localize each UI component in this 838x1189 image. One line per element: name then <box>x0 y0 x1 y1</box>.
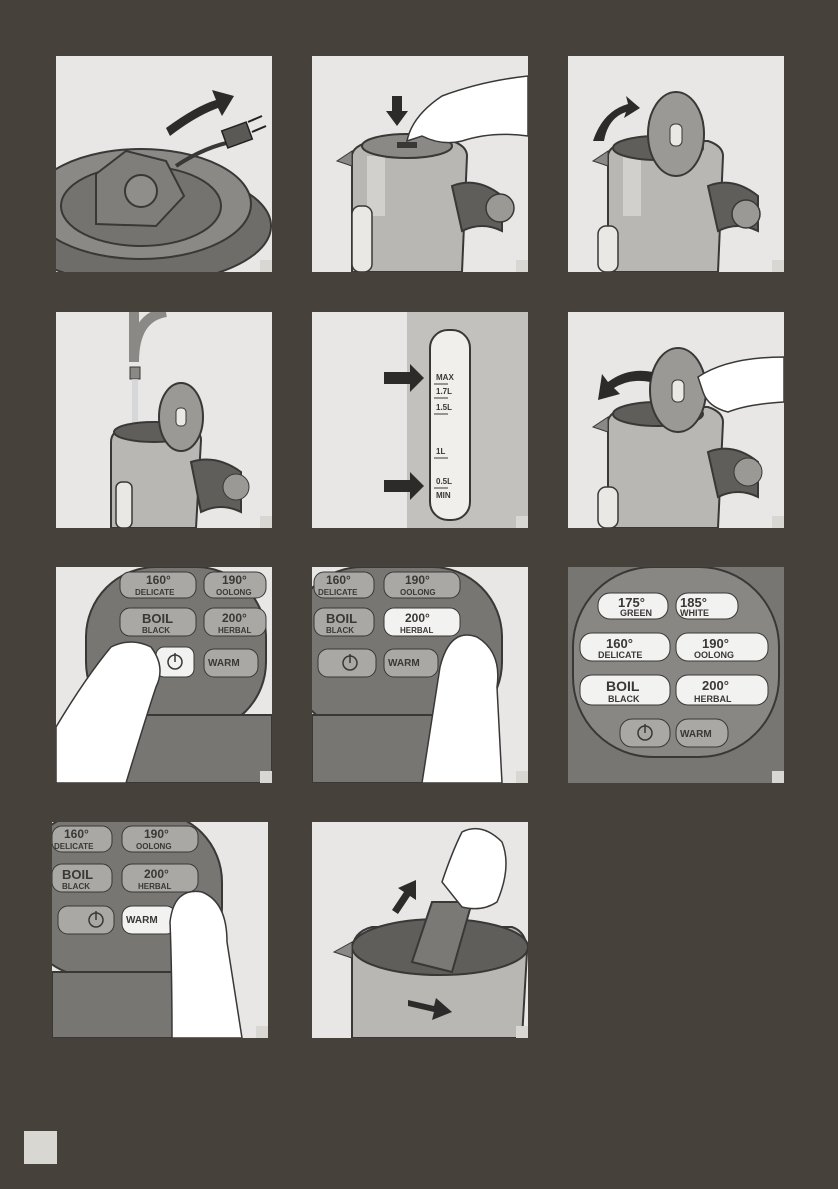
control-panel-full-illustration: 175° GREEN 185° WHITE 160° DELICATE 190°… <box>568 567 784 783</box>
step-7-press-power: 160° DELICATE 190° OOLONG BOIL BLACK 200… <box>56 567 272 783</box>
button-175-name: GREEN <box>620 608 652 618</box>
button-160-name: DELICATE <box>318 588 358 597</box>
button-160-label: 160° <box>326 573 351 587</box>
step-number-badge <box>516 516 528 528</box>
button-190-label: 190° <box>405 573 430 587</box>
button-200-name: HERBAL <box>138 882 171 891</box>
kettle-filter-removal-illustration <box>312 822 528 1038</box>
step-8-select-temperature: 160° DELICATE 190° OOLONG BOIL BLACK 200… <box>312 567 528 783</box>
arrow-icon <box>386 96 408 126</box>
button-160-name: DELICATE <box>135 588 175 597</box>
kettle-closing-lid-illustration <box>568 312 784 528</box>
button-160-name: DELICATE <box>54 842 94 851</box>
step-number-badge <box>516 771 528 783</box>
step-5-water-level: MAX 1.7L 1.5L 1L 0.5L MIN <box>312 312 528 528</box>
kettle-filling-illustration <box>56 312 272 528</box>
step-1-unwind-cord <box>56 56 272 272</box>
button-boil-label: BOIL <box>326 611 357 626</box>
kettle-base-illustration <box>56 56 272 272</box>
button-190-name: OOLONG <box>400 588 436 597</box>
arrow-icon <box>593 96 640 141</box>
arrow-icon <box>392 880 416 914</box>
button-200-label: 200° <box>702 678 729 693</box>
button-200-label: 200° <box>222 611 247 625</box>
control-panel-power-illustration: 160° DELICATE 190° OOLONG BOIL BLACK 200… <box>56 567 272 783</box>
button-190-name: OOLONG <box>136 842 172 851</box>
marking-min: MIN <box>436 491 451 500</box>
control-panel-200-illustration: 160° DELICATE 190° OOLONG BOIL BLACK 200… <box>312 567 528 783</box>
button-190-label: 190° <box>702 636 729 651</box>
button-warm-label: WARM <box>126 915 158 926</box>
button-warm-label: WARM <box>388 658 420 669</box>
button-160-label: 160° <box>146 573 171 587</box>
step-number-badge <box>260 260 272 272</box>
kettle-lid-release-illustration <box>312 56 528 272</box>
step-number-badge <box>516 1026 528 1038</box>
button-boil-name: BLACK <box>608 694 640 704</box>
marking-1-5l: 1.5L <box>436 403 452 412</box>
step-number-badge <box>516 260 528 272</box>
button-160-name: DELICATE <box>598 650 642 660</box>
marking-1l: 1L <box>436 447 445 456</box>
button-boil-name: BLACK <box>62 882 90 891</box>
step-4-fill-water <box>56 312 272 528</box>
marking-1-7l: 1.7L <box>436 387 452 396</box>
button-190-label: 190° <box>222 573 247 587</box>
button-160-label: 160° <box>606 636 633 651</box>
step-number-badge <box>260 771 272 783</box>
button-boil-label: BOIL <box>142 611 173 626</box>
arrow-icon <box>598 371 653 400</box>
button-200-name: HERBAL <box>400 626 433 635</box>
button-190-name: OOLONG <box>694 650 734 660</box>
button-200-label: 200° <box>405 611 430 625</box>
button-warm-label: WARM <box>208 658 240 669</box>
step-2-press-lid-button <box>312 56 528 272</box>
control-panel-warm-illustration: 160° DELICATE 190° OOLONG BOIL BLACK 200… <box>52 822 268 1038</box>
button-185-name: WHITE <box>680 608 709 618</box>
step-number-badge <box>256 1026 268 1038</box>
button-200-name: HERBAL <box>694 694 732 704</box>
water-window-illustration: MAX 1.7L 1.5L 1L 0.5L MIN <box>312 312 528 528</box>
kettle-open-lid-illustration <box>568 56 784 272</box>
button-190-name: OOLONG <box>216 588 252 597</box>
button-200-label: 200° <box>144 867 169 881</box>
step-number-badge <box>772 516 784 528</box>
button-boil-name: BLACK <box>142 626 170 635</box>
step-11-remove-filter <box>312 822 528 1038</box>
step-number-badge <box>772 771 784 783</box>
step-6-close-lid <box>568 312 784 528</box>
button-boil-label: BOIL <box>62 867 93 882</box>
button-warm-label: WARM <box>680 729 712 740</box>
step-3-lid-opens <box>568 56 784 272</box>
button-boil-name: BLACK <box>326 626 354 635</box>
marking-max: MAX <box>436 373 454 382</box>
page-number-badge <box>24 1131 57 1164</box>
button-190-label: 190° <box>144 827 169 841</box>
button-boil-label: BOIL <box>606 678 640 694</box>
step-9-full-control-panel: 175° GREEN 185° WHITE 160° DELICATE 190°… <box>568 567 784 783</box>
button-160-label: 160° <box>64 827 89 841</box>
step-number-badge <box>260 516 272 528</box>
button-200-name: HERBAL <box>218 626 251 635</box>
arrow-icon <box>166 90 234 136</box>
marking-0-5l: 0.5L <box>436 477 452 486</box>
step-number-badge <box>772 260 784 272</box>
step-10-press-warm: 160° DELICATE 190° OOLONG BOIL BLACK 200… <box>52 822 268 1038</box>
